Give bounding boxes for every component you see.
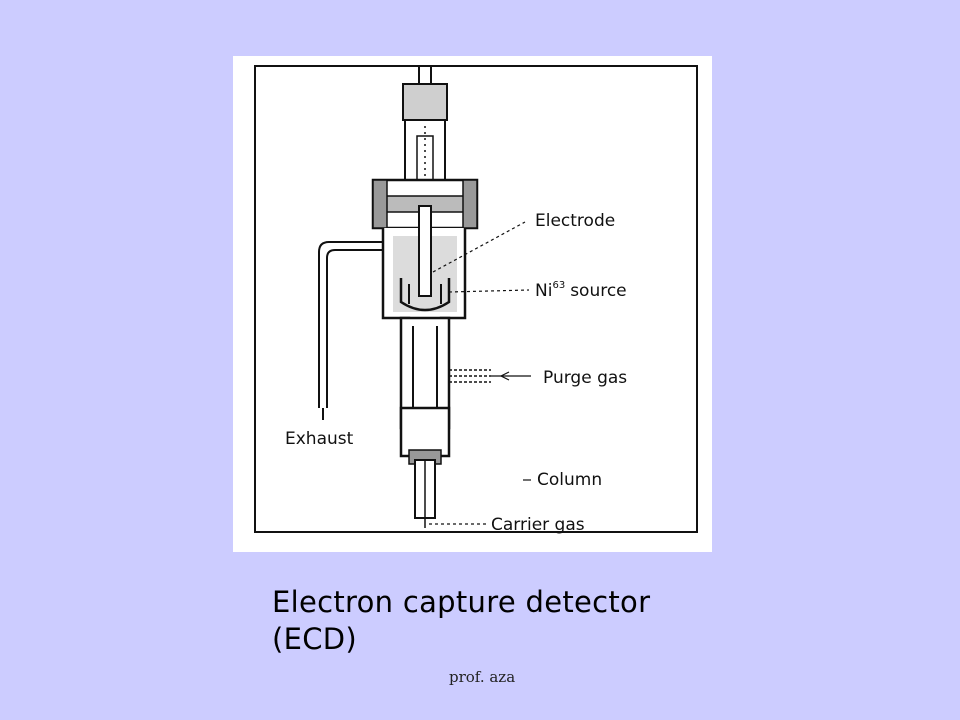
label-exhaust: Exhaust [285,429,354,449]
exhaust-pipe [318,241,383,408]
label-carrier-gas: Carrier gas [491,515,585,535]
figure-caption: Electron capture detector (ECD) [272,584,752,658]
bottom-nut [399,406,451,458]
top-cap [402,83,448,121]
label-electrode: Electrode [535,211,615,231]
purge-gas-inlet [449,369,491,383]
caption-line-2: (ECD) [272,622,358,656]
diagram-frame [254,65,698,533]
caption-line-1: Electron capture detector [272,585,651,619]
electrode-rod [418,205,432,297]
label-column: Column [537,470,602,490]
ni63-source-cup [399,278,451,312]
label-purge-gas: Purge gas [543,368,627,388]
footer-author: prof. aza [449,668,516,686]
